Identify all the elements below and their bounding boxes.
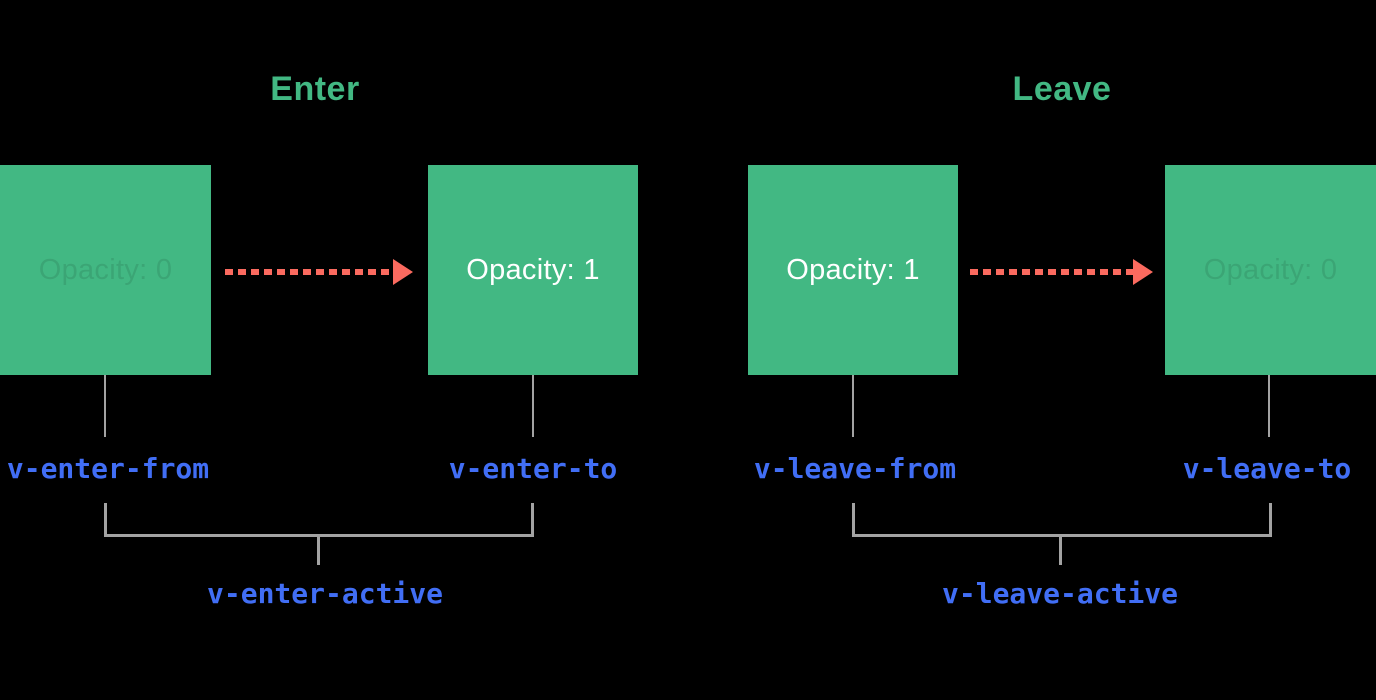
enter-from-box: Opacity: 0 <box>0 165 211 375</box>
leave-from-connector-line <box>852 375 854 437</box>
enter-from-connector-line <box>104 375 106 437</box>
enter-to-box-label: Opacity: 1 <box>466 253 600 286</box>
enter-transition-arrow-dashes <box>225 269 393 275</box>
enter-to-box: Opacity: 1 <box>428 165 638 375</box>
leave-to-class-label: v-leave-to <box>1182 452 1352 485</box>
enter-section-title: Enter <box>270 70 360 108</box>
leave-to-connector-line <box>1268 375 1270 437</box>
leave-from-box: Opacity: 1 <box>748 165 958 375</box>
enter-active-bracket-stem <box>317 536 320 565</box>
leave-from-class-label: v-leave-from <box>753 452 957 485</box>
enter-arrow-head-icon <box>393 259 413 285</box>
leave-transition-arrow-dashes <box>970 269 1133 275</box>
leave-active-bracket-stem <box>1059 536 1062 565</box>
leave-to-box: Opacity: 0 <box>1165 165 1376 375</box>
leave-from-box-label: Opacity: 1 <box>786 253 920 286</box>
leave-active-class-label: v-leave-active <box>941 577 1179 610</box>
enter-to-class-label: v-enter-to <box>448 452 618 485</box>
enter-active-class-label: v-enter-active <box>206 577 444 610</box>
enter-active-bracket <box>104 503 534 537</box>
enter-to-connector-line <box>532 375 534 437</box>
enter-from-class-label: v-enter-from <box>6 452 210 485</box>
leave-to-box-label: Opacity: 0 <box>1203 253 1338 286</box>
leave-section-title: Leave <box>1012 70 1112 108</box>
leave-arrow-head-icon <box>1133 259 1153 285</box>
enter-from-box-label: Opacity: 0 <box>38 253 173 286</box>
leave-active-bracket <box>852 503 1272 537</box>
